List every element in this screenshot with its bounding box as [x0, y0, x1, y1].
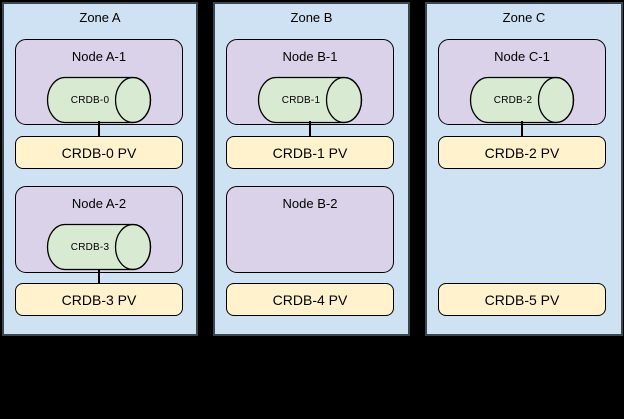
pv-crdb-1: CRDB-1 PV: [226, 136, 394, 169]
pod-crdb-3-label: CRDB-3: [70, 241, 110, 253]
pod-crdb-0-label: CRDB-0: [70, 94, 110, 106]
zone-b-title: Zone B: [290, 10, 333, 25]
node-c1: Node C-1 CRDB-2: [438, 39, 606, 125]
node-a2-label: Node A-2: [71, 196, 127, 211]
pod-crdb-0-cylinder-icon: CRDB-0: [46, 76, 152, 124]
node-a2: Node A-2 CRDB-3: [15, 186, 183, 273]
pod-crdb-2-label: CRDB-2: [493, 94, 533, 106]
zone-a-title: Zone A: [79, 10, 121, 25]
node-c1-label: Node C-1: [494, 49, 550, 64]
pv-crdb-5: CRDB-5 PV: [438, 283, 606, 316]
node-b2: Node B-2: [226, 186, 394, 273]
zone-a: Zone A Node A-1 CRDB-0 CRDB-0 PV Node A-…: [2, 2, 198, 336]
node-b2-label: Node B-2: [282, 196, 338, 211]
cylinder-shape: [257, 76, 363, 124]
pod-crdb-1-label: CRDB-1: [281, 94, 321, 106]
connector-node-c1-pv: [521, 121, 523, 137]
cylinder-shape: [46, 223, 152, 271]
cylinder-shape: [469, 76, 575, 124]
node-b1: Node B-1 CRDB-1: [226, 39, 394, 125]
pod-crdb-1-cylinder-icon: CRDB-1: [257, 76, 363, 124]
pod-crdb-3-cylinder-icon: CRDB-3: [46, 223, 152, 271]
node-a1-label: Node A-1: [71, 49, 127, 64]
pv-crdb-0: CRDB-0 PV: [15, 136, 183, 169]
node-b1-label: Node B-1: [282, 49, 338, 64]
zone-c-title: Zone C: [502, 10, 546, 25]
pv-crdb-2: CRDB-2 PV: [438, 136, 606, 169]
node-a1: Node A-1 CRDB-0: [15, 39, 183, 125]
zone-c: Zone C Node C-1 CRDB-2 CRDB-2 PV CRDB-5 …: [425, 2, 623, 336]
pv-crdb-3: CRDB-3 PV: [15, 283, 183, 316]
connector-node-a2-pv: [98, 269, 100, 284]
cylinder-shape: [46, 76, 152, 124]
pod-crdb-2-cylinder-icon: CRDB-2: [469, 76, 575, 124]
connector-node-a1-pv: [98, 121, 100, 137]
pv-crdb-4: CRDB-4 PV: [226, 283, 394, 316]
connector-node-b1-pv: [309, 121, 311, 137]
zone-b: Zone B Node B-1 CRDB-1 CRDB-1 PV Node B-…: [213, 2, 410, 336]
